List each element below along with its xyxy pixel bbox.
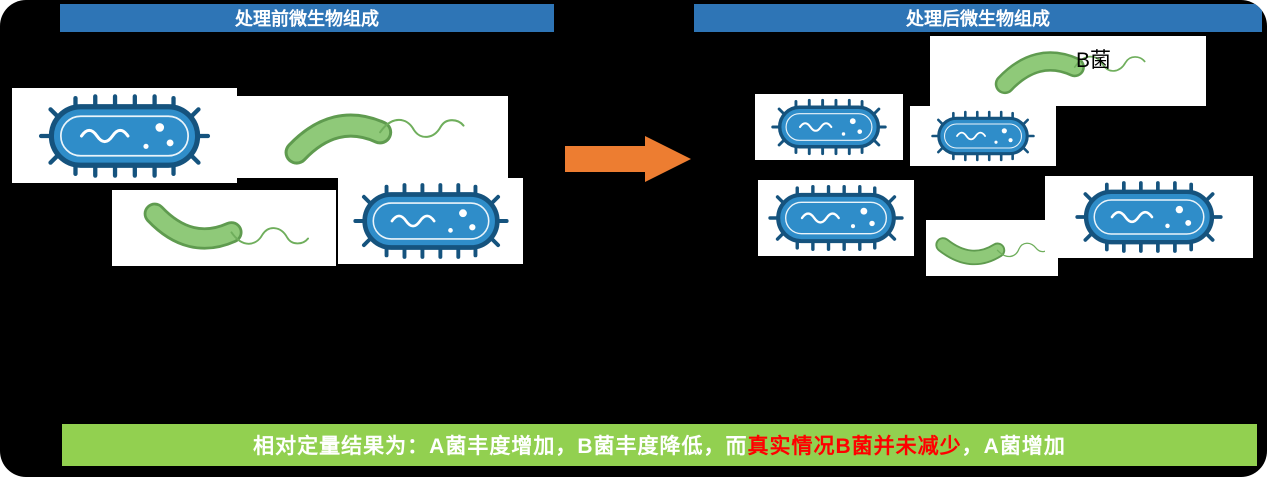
- caption-prefix: 相对定量结果为：A菌丰度增加，B菌丰度降低，而: [253, 435, 748, 458]
- b-bacterium-label: B菌: [1076, 49, 1112, 72]
- before-blue-bacterium-2: [338, 178, 523, 264]
- after-green-bacterium-1: [930, 36, 1206, 106]
- blue-rod-bacterium-icon: [763, 184, 909, 252]
- blue-rod-bacterium-icon: [1050, 180, 1248, 254]
- result-caption-bar: 相对定量结果为：A菌丰度增加，B菌丰度降低，而真实情况B菌并未减少，A菌增加: [62, 424, 1257, 466]
- before-green-bacterium-2: [112, 190, 336, 266]
- blue-rod-bacterium-icon: [343, 182, 519, 260]
- green-curved-bacterium-icon: [118, 194, 330, 262]
- after-blue-bacterium-1: [755, 94, 903, 160]
- blue-rod-bacterium-icon: [22, 93, 227, 179]
- green-curved-bacterium-icon: [929, 216, 1055, 280]
- blue-rod-bacterium-icon: [760, 98, 898, 156]
- after-green-bacterium-2: [926, 220, 1058, 276]
- green-curved-bacterium-icon: [241, 100, 503, 174]
- before-green-bacterium-1: [236, 96, 508, 178]
- before-treatment-title: 处理前微生物组成: [235, 9, 379, 29]
- arrow-right-icon: [565, 136, 691, 182]
- before-blue-bacterium-1: [12, 88, 237, 183]
- green-curved-bacterium-icon: [935, 40, 1201, 102]
- after-treatment-header: 处理后微生物组成: [694, 4, 1262, 32]
- after-blue-bacterium-4: [1045, 176, 1253, 258]
- caption-highlight: 真实情况B菌并未减少: [747, 435, 962, 458]
- after-treatment-title: 处理后微生物组成: [906, 9, 1050, 29]
- caption-suffix: ，A菌增加: [961, 435, 1066, 458]
- after-blue-bacterium-2: [910, 106, 1056, 166]
- blue-rod-bacterium-icon: [915, 110, 1051, 162]
- after-blue-bacterium-3: [758, 180, 914, 256]
- before-treatment-header: 处理前微生物组成: [60, 4, 554, 32]
